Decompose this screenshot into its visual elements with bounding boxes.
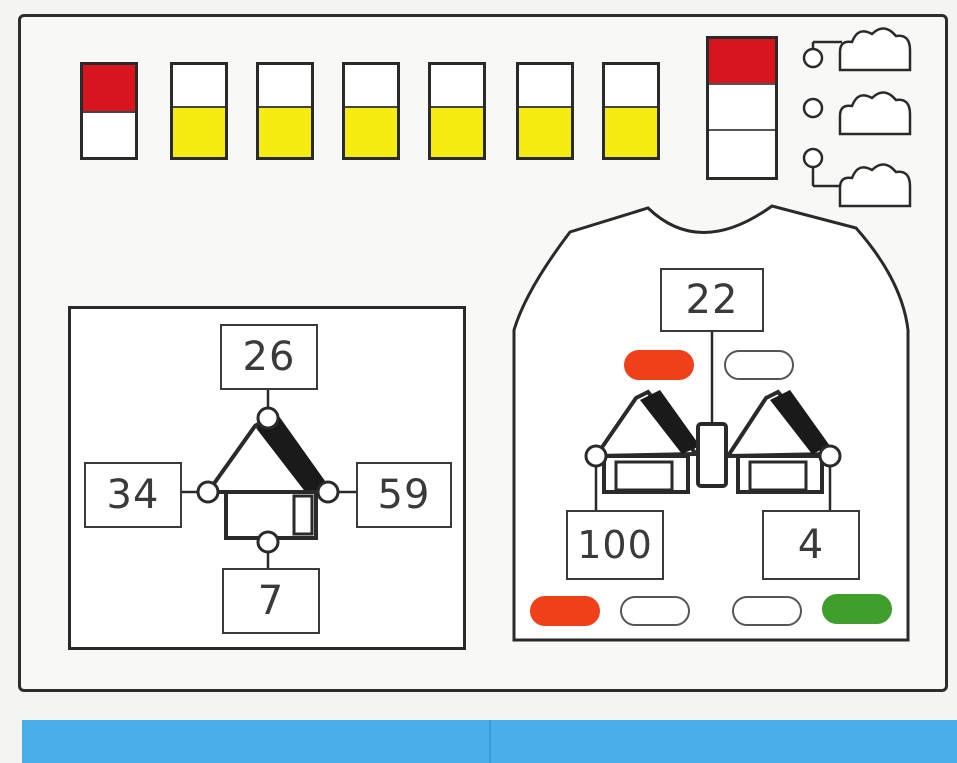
meter-fill [431,106,483,157]
meter-fill [83,65,135,111]
resource-meter [80,62,138,160]
right-bottom-left-value: 100 [566,510,664,580]
meter-fill [345,106,397,157]
resource-meter [342,62,400,160]
meter-fill [173,106,225,157]
resource-meter [428,62,486,160]
left-right-value: 59 [356,462,452,528]
vertical-gauge-segment [709,131,775,177]
meter-divider [173,106,225,108]
meter-divider [605,106,657,108]
indicator-pill[interactable] [624,350,694,380]
resource-meter [170,62,228,160]
bottom-bar-segment-left[interactable] [22,720,491,763]
indicator-pill[interactable] [724,350,794,380]
meter-divider [83,111,135,113]
resource-meter [256,62,314,160]
meter-fill [605,106,657,157]
left-left-value: 34 [84,462,182,528]
indicator-pill[interactable] [732,596,802,626]
vertical-gauge-segment [709,85,775,131]
bottom-bar-segment-right[interactable] [491,720,957,763]
meter-divider [519,106,571,108]
indicator-pill[interactable] [620,596,690,626]
bottom-bar [22,720,957,763]
meter-divider [345,106,397,108]
meter-fill [519,106,571,157]
vertical-gauge-segment [709,39,775,85]
resource-meter [602,62,660,160]
meter-divider [259,106,311,108]
left-top-value: 26 [220,324,318,390]
left-bottom-value: 7 [222,568,320,634]
right-bottom-right-value: 4 [762,510,860,580]
meter-fill [259,106,311,157]
vertical-gauge [706,36,778,180]
indicator-pill[interactable] [822,594,892,624]
meter-divider [431,106,483,108]
resource-meter [516,62,574,160]
indicator-pill[interactable] [530,596,600,626]
right-top-value: 22 [660,268,764,332]
